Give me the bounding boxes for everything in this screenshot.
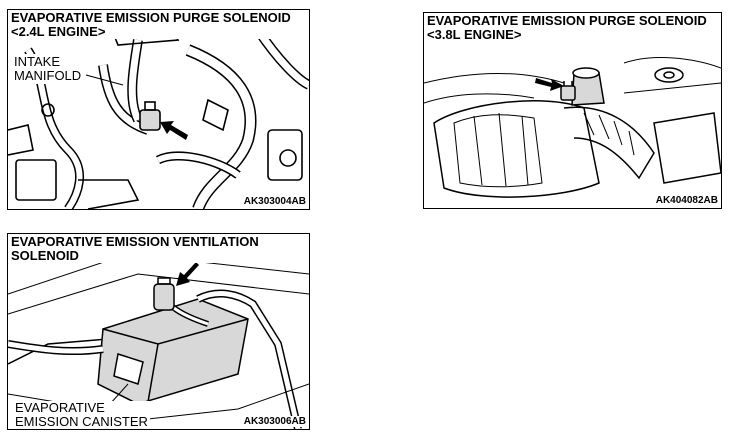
pointer-arrow-icon bbox=[160, 121, 188, 140]
figure-purge-solenoid-3-8l: EVAPORATIVE EMISSION PURGE SOLENOID <3.8… bbox=[423, 12, 722, 209]
figure-code: AK404082AB bbox=[653, 195, 718, 206]
figure-code: AK303006AB bbox=[241, 416, 306, 427]
pointer-arrow-icon bbox=[176, 262, 199, 286]
callout-intake-manifold: INTAKE MANIFOLD bbox=[12, 54, 84, 84]
figure-title: EVAPORATIVE EMISSION PURGE SOLENOID <2.4… bbox=[11, 11, 294, 39]
figure-title: EVAPORATIVE EMISSION PURGE SOLENOID <3.8… bbox=[427, 14, 710, 42]
figure-title: EVAPORATIVE EMISSION VENTILATION SOLENOI… bbox=[11, 235, 262, 263]
engine-illustration-3-8l bbox=[424, 57, 721, 198]
pointer-arrow-icon bbox=[535, 78, 564, 91]
engine-illustration-2-4l bbox=[8, 19, 309, 209]
figure-code: AK303004AB bbox=[241, 196, 306, 207]
canister-illustration bbox=[8, 253, 309, 429]
callout-evaporative-emission-canister: EVAPORATIVE EMISSION CANISTER bbox=[13, 400, 150, 429]
figure-purge-solenoid-2-4l: EVAPORATIVE EMISSION PURGE SOLENOID <2.4… bbox=[7, 9, 310, 210]
figure-ventilation-solenoid: EVAPORATIVE EMISSION VENTILATION SOLENOI… bbox=[7, 233, 310, 430]
